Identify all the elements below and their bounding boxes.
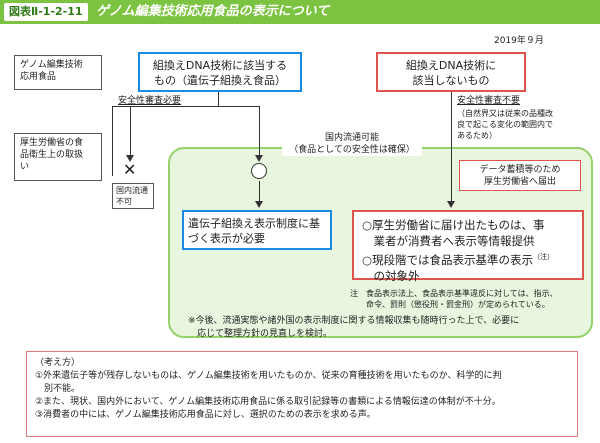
safety-not-required-note: （自然界又は従来の品種改 良で起こる変化の範囲内で あるため） [457, 109, 553, 140]
red-list-item-2-cont: の対象外 [362, 268, 420, 283]
circle-icon [251, 163, 267, 179]
connector [451, 92, 452, 202]
arrow-down-icon [126, 155, 134, 162]
connector [259, 106, 260, 158]
legal-note: 注 食品表示法上、食品表示基準違反に対しては、指示、 命令、罰則（懲役刑・罰金刑… [350, 289, 558, 309]
considerations-item: ①外来遺伝子等が残存しないものは、ゲノム編集技術を用いたものか、従来の育種技術を… [35, 371, 502, 394]
date: 2019年９月 [494, 36, 544, 46]
gm-not-applicable-box: 組換えDNA技術に 該当しないもの [376, 52, 526, 92]
header-bar [0, 0, 600, 24]
note-marker: （注） [533, 253, 555, 261]
page-title: ゲノム編集技術応用食品の表示について [96, 4, 330, 19]
figure-label: 図表Ⅱ-1-2-11 [4, 3, 88, 21]
arrow-down-icon [255, 155, 263, 162]
not-applicable-handling-box: ○厚生労働省に届け出たものは、事 業者が消費者へ表示等情報提供 ○現段階では食品… [352, 210, 584, 283]
red-list-item-2-text: ○現段階では食品表示基準の表示 [362, 252, 534, 267]
red-list-item-2: ○現段階では食品表示基準の表示（注） [362, 249, 574, 268]
future-note: ※今後、流通実態や諸外国の表示制度に関する情報収集も随時行った上で、必要に 応じ… [188, 316, 520, 339]
cross-icon: ✕ [123, 160, 137, 179]
considerations-box: （考え方） ①外来遺伝子等が残存しないものは、ゲノム編集技術を用いたものか、従来… [26, 351, 578, 437]
gm-label-required-box: 遺伝子組換え表示制度に基 づく表示が必要 [182, 210, 332, 250]
considerations-item: ②また、現状、国内外において、ゲノム編集技術応用食品に係る取引記録等の書類による… [35, 397, 501, 407]
gm-applicable-box: 組換えDNA技術に該当する もの（遺伝子組換え食品） [138, 52, 302, 92]
circulation-ok-label: 国内流通可能 （食品としての安全性は確保） [282, 132, 422, 156]
arrow-down-icon [447, 201, 455, 208]
considerations-heading: （考え方） [35, 358, 81, 368]
connector [259, 181, 260, 203]
side-label-handling: 厚生労働省の食 品衛生上の取扱 い [14, 133, 102, 181]
side-label-food: ゲノム編集技術 応用食品 [14, 55, 102, 90]
connector [112, 106, 259, 107]
connector [218, 92, 219, 106]
connector [130, 106, 131, 158]
arrow-down-icon [255, 201, 263, 208]
data-storage-box: データ蓄積等のため 厚生労働省へ届出 [459, 160, 581, 191]
considerations-item: ③消費者の中には、ゲノム編集技術応用食品に対し、選択のための表示を求める声。 [35, 410, 376, 420]
circulation-no-label: 国内流通 不可 [112, 183, 154, 209]
safety-required-label: 安全性審査必要 [118, 96, 182, 106]
safety-not-required-label: 安全性審査不要 [457, 96, 521, 106]
connector [112, 106, 113, 176]
red-list-item-1: ○厚生労働省に届け出たものは、事 業者が消費者へ表示等情報提供 [362, 218, 545, 248]
